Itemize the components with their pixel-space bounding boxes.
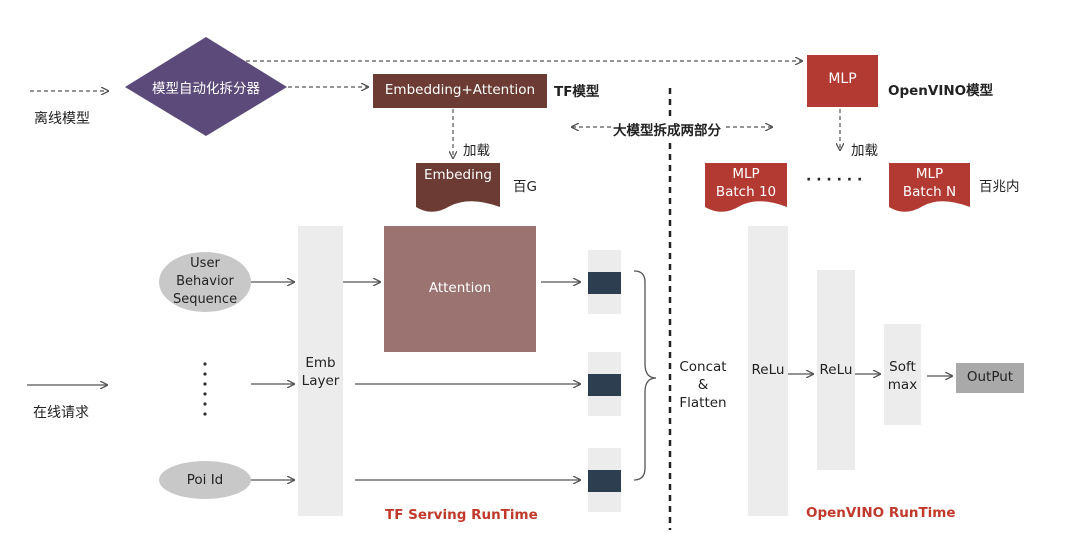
mlp-batch10-label-1: MLP bbox=[732, 166, 760, 182]
concat-brace bbox=[633, 270, 657, 481]
load-right-label: 加载 bbox=[851, 143, 878, 159]
load-left-label: 加载 bbox=[463, 143, 490, 159]
vector-bar-3 bbox=[588, 470, 621, 492]
mlp-top-label: MLP bbox=[828, 71, 857, 87]
tf-model-label: TF模型 bbox=[554, 84, 600, 100]
attention-label: Attention bbox=[428, 280, 492, 296]
poi-id-label: Poi Id bbox=[186, 472, 224, 488]
softmax-label-2: max bbox=[887, 377, 918, 393]
output-label: OutPut bbox=[966, 369, 1014, 385]
openvino-runtime-label: OpenVINO RunTime bbox=[806, 505, 956, 521]
offline-model-label: 离线模型 bbox=[34, 111, 90, 127]
poi-id-ellipse bbox=[159, 461, 251, 499]
mlp-batchN-label-2: Batch N bbox=[902, 184, 957, 200]
embeding-doc-label: Embeding bbox=[423, 167, 492, 183]
vector-bar-2 bbox=[588, 374, 621, 396]
concat-label-1: Concat bbox=[679, 359, 727, 375]
mlp-batchN-label-1: MLP bbox=[915, 166, 944, 182]
vertical-dots bbox=[203, 362, 207, 416]
hundred-g-label: 百G bbox=[513, 179, 537, 195]
splitter-diamond bbox=[125, 37, 287, 136]
relu2-label: ReLu bbox=[819, 362, 853, 378]
emb-attention-label: Embedding+Attention bbox=[384, 82, 536, 98]
split-two-parts-label: 大模型拆成两部分 bbox=[611, 119, 723, 139]
mlp-batch10-label-2: Batch 10 bbox=[715, 184, 777, 200]
user-behavior-label-1: User bbox=[190, 256, 220, 271]
mlp-batchN-doc-shape bbox=[889, 163, 970, 212]
concat-label-3: Flatten bbox=[679, 395, 727, 411]
tf-runtime-label: TF Serving RunTime bbox=[385, 507, 538, 523]
output-box bbox=[956, 363, 1024, 393]
vector-bar-1 bbox=[588, 272, 621, 294]
horizontal-dots: · · · · · · bbox=[806, 172, 863, 188]
hundred-mb-label: 百兆内 bbox=[979, 179, 1020, 195]
online-request-label: 在线请求 bbox=[33, 405, 89, 421]
mlp-top-box bbox=[807, 55, 878, 107]
softmax-label-1: Soft bbox=[889, 359, 916, 375]
emb-layer-label-2: Layer bbox=[301, 373, 340, 389]
mlp-batch10-doc-shape bbox=[705, 163, 787, 212]
emb-attention-box bbox=[373, 74, 547, 108]
user-behavior-label-3: Sequence bbox=[172, 292, 238, 307]
relu2-column bbox=[817, 270, 855, 470]
emb-layer-label-1: Emb bbox=[305, 355, 336, 371]
embeding-doc-shape bbox=[416, 163, 500, 212]
user-behavior-ellipse bbox=[159, 252, 251, 312]
user-behavior-label-2: Behavior bbox=[176, 274, 234, 289]
splitter-label: 模型自动化拆分器 bbox=[152, 81, 260, 97]
attention-box bbox=[384, 226, 536, 352]
emb-layer-column bbox=[298, 226, 343, 516]
softmax-column bbox=[884, 324, 921, 425]
openvino-model-label: OpenVINO模型 bbox=[888, 83, 994, 99]
relu1-label: ReLu bbox=[751, 362, 785, 378]
concat-label-2: & bbox=[697, 377, 709, 393]
relu1-column bbox=[748, 226, 788, 516]
